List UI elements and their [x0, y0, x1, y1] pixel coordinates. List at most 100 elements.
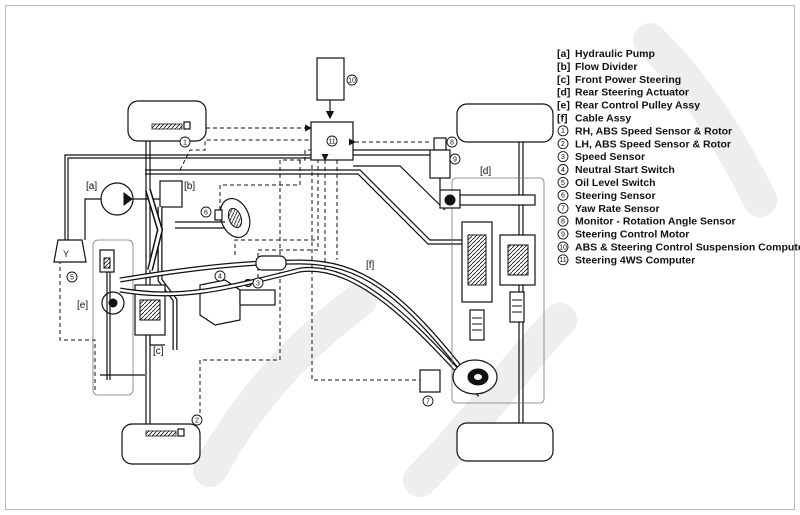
- legend-marker-circle: [557, 189, 569, 201]
- legend-letter-item: [a] Hydraulic Pump: [557, 48, 655, 60]
- tag-a: [a]: [86, 181, 97, 192]
- legend-label: RH, ABS Speed Sensor & Rotor: [575, 125, 732, 137]
- tag-b: [b]: [184, 181, 195, 192]
- legend-label: Cable Assy: [575, 113, 631, 125]
- oil-level-reservoir: Y: [53, 239, 87, 263]
- legend-label: Hydraulic Pump: [575, 48, 655, 60]
- front-left-wheel: [121, 423, 201, 465]
- legend-label: Oil Level Switch: [575, 177, 656, 189]
- front-right-wheel: [127, 100, 207, 142]
- marker-7: 7: [426, 399, 430, 406]
- marker-1: 1: [183, 140, 187, 147]
- legend-marker-circle: [557, 151, 569, 163]
- legend-key: [e]: [557, 100, 570, 112]
- legend-letter-item: [c] Front Power Steering: [557, 74, 681, 86]
- legend-label: LH, ABS Speed Sensor & Rotor: [575, 138, 731, 150]
- legend-label: Neutral Start Switch: [575, 164, 675, 176]
- legend-label: Flow Divider: [575, 61, 637, 73]
- letter-tags: [a] [b] [c] [d] [e] [f]: [77, 166, 491, 357]
- legend-label: Yaw Rate Sensor: [575, 203, 660, 215]
- legend-key: 6: [561, 193, 565, 200]
- rear-left-wheel: [456, 422, 554, 462]
- legend-number-item: 2 LH, ABS Speed Sensor & Rotor: [557, 138, 731, 150]
- computer-10-box: [316, 57, 345, 120]
- legend-label: ABS & Steering Control Suspension Comput…: [575, 242, 800, 254]
- legend-number-item: 9 Steering Control Motor: [557, 228, 689, 241]
- watermark: [193, 23, 777, 497]
- legend-number-item: 7 Yaw Rate Sensor: [557, 202, 660, 215]
- legend-label: Steering 4WS Computer: [575, 254, 695, 266]
- legend-number-item: 6 Steering Sensor: [557, 189, 656, 202]
- legend-marker-circle: [557, 138, 569, 150]
- legend-key: 8: [561, 219, 565, 226]
- tag-c: [c]: [153, 346, 164, 357]
- legend-letter-item: [d]Rear Steering Actuator: [557, 87, 689, 99]
- legend-key: 3: [561, 154, 565, 161]
- number-markers: 10 11 1 2 3 4 5 6 7 8 9: [66, 74, 461, 426]
- marker-2: 2: [195, 418, 199, 425]
- legend-letter-item: [b] Flow Divider: [557, 61, 637, 73]
- legend-label: Monitor - Rotation Angle Sensor: [575, 216, 736, 228]
- legend-key: 1: [561, 128, 565, 135]
- legend-marker-circle: [557, 176, 569, 188]
- legend-number-item: 3 Speed Sensor: [557, 151, 645, 163]
- legend-label: Speed Sensor: [575, 151, 645, 163]
- marker-6: 6: [204, 210, 208, 217]
- signal-lines: [59, 124, 430, 420]
- legend-marker-circle: [557, 202, 569, 214]
- legend-key: [c]: [557, 74, 570, 86]
- marker-4: 4: [218, 274, 222, 281]
- legend-key: 5: [561, 180, 565, 187]
- legend-marker-circle: [557, 254, 569, 266]
- legend-key: 7: [561, 206, 565, 213]
- marker-10: 10: [348, 78, 356, 85]
- legend-label: Steering Sensor: [575, 190, 656, 202]
- legend-number-item: 11 Steering 4WS Computer: [557, 254, 695, 266]
- marker-5: 5: [70, 275, 74, 282]
- legend-marker-circle: [557, 125, 569, 137]
- flow-divider: [157, 180, 183, 350]
- legend-number-list: 1 RH, ABS Speed Sensor & Rotor 2 LH, ABS Sp…: [557, 125, 800, 266]
- cable-assy: [119, 255, 482, 397]
- legend-key: 2: [561, 141, 565, 148]
- hydraulic-pump: [84, 182, 160, 240]
- legend-label: Front Power Steering: [575, 74, 681, 86]
- steering-control-motor: [429, 137, 451, 190]
- legend-marker-circle: [557, 215, 569, 227]
- legend-number-item: 1 RH, ABS Speed Sensor & Rotor: [557, 125, 732, 137]
- legend-number-item: 5 Oil Level Switch: [557, 176, 656, 189]
- marker-11: 11: [328, 139, 335, 146]
- yaw-rate-sensor: [419, 369, 441, 393]
- marker-9: 9: [453, 157, 457, 164]
- legend-key: [b]: [557, 61, 570, 73]
- legend-key: 4: [561, 167, 565, 174]
- steering-wheel-sensor: [175, 198, 251, 238]
- legend-label: Steering Control Motor: [575, 229, 689, 241]
- rear-right-wheel: [456, 103, 554, 143]
- svg-text:Y: Y: [63, 249, 69, 259]
- legend-number-item: 4 Neutral Start Switch: [557, 164, 675, 176]
- rear-control-pulley: [92, 239, 145, 396]
- marker-3: 3: [256, 281, 260, 288]
- diagram-frame: [5, 5, 795, 510]
- legend-key: [d]: [557, 87, 570, 99]
- legend-key: [f]: [557, 113, 568, 125]
- legend-number-item: 10 ABS & Steering Control Suspension Comp…: [557, 241, 800, 254]
- legend-number-item: 8 Monitor - Rotation Angle Sensor: [557, 215, 736, 228]
- legend-key: 9: [561, 231, 565, 238]
- legend-marker-circle: [557, 241, 569, 253]
- tag-f: [f]: [366, 260, 375, 271]
- rear-steering-actuator: [439, 177, 545, 404]
- legend-letter-item: [e] Rear Control Pulley Assy: [557, 100, 700, 112]
- legend-label: Rear Control Pulley Assy: [575, 100, 700, 112]
- tag-e: [e]: [77, 300, 88, 311]
- legend-letter-item: [f] Cable Assy: [557, 113, 631, 125]
- rear-pulley-drum: [452, 359, 498, 395]
- wiring-harness: [64, 149, 462, 245]
- legend-marker-circle: [557, 164, 569, 175]
- legend-marker-circle: [557, 228, 569, 240]
- legend-key: [a]: [557, 48, 570, 60]
- legend-key: 10: [559, 244, 567, 251]
- legend-key: 11: [559, 257, 566, 264]
